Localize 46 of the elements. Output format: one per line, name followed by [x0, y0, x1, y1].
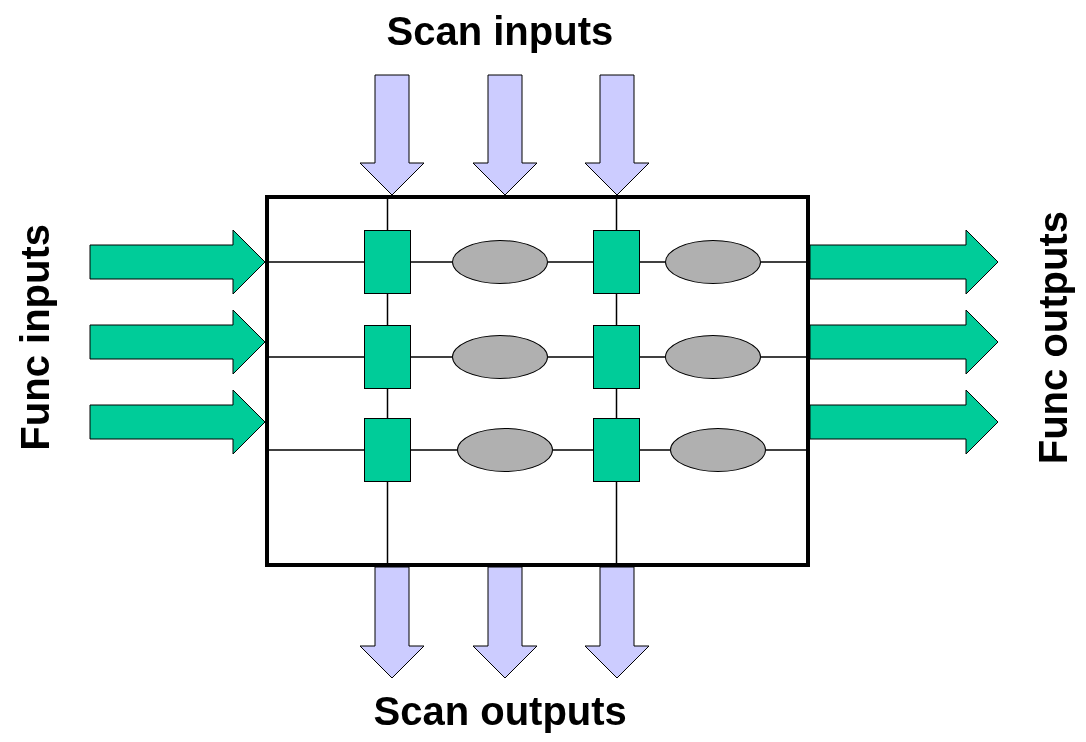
scan-cell [364, 230, 411, 294]
block-arrow [809, 389, 999, 455]
wire-line [268, 356, 365, 358]
heading-label: Scan inputs [386, 8, 614, 54]
block-arrow [584, 566, 650, 679]
scan-cell [364, 325, 411, 389]
wire-line [386, 198, 389, 231]
wire-line [639, 261, 666, 263]
wire-line [386, 388, 389, 419]
block-arrow [359, 74, 425, 196]
heading-label: Scan outputs [373, 688, 627, 734]
wire-line [410, 261, 453, 263]
wire-line [615, 198, 618, 231]
block-arrow [89, 229, 266, 295]
heading-label: Func inputs [12, 223, 58, 451]
block-arrow [89, 309, 266, 375]
block-arrow [809, 309, 999, 375]
scan-cell [593, 230, 640, 294]
wire-line [615, 388, 618, 419]
scan-cell [593, 418, 640, 482]
block-arrow [89, 389, 266, 455]
wire-line [386, 293, 389, 326]
wire-line [615, 293, 618, 326]
wire-line [765, 449, 807, 451]
block-arrow [472, 566, 538, 679]
wire-line [615, 481, 618, 564]
wire-line [639, 356, 666, 358]
block-arrow [472, 74, 538, 196]
wire-line [547, 356, 594, 358]
wire-line [639, 449, 671, 451]
circuit-block [265, 195, 810, 567]
block-arrow [584, 74, 650, 196]
wire-line [552, 449, 594, 451]
wire-line [547, 261, 594, 263]
wire-line [268, 261, 365, 263]
wire-line [386, 481, 389, 564]
wire-line [760, 261, 807, 263]
wire-line [410, 356, 453, 358]
scan-cell [593, 325, 640, 389]
wire-line [760, 356, 807, 358]
heading-label: Func outputs [1030, 210, 1076, 464]
block-arrow [359, 566, 425, 679]
block-arrow [809, 229, 999, 295]
scan-cell [364, 418, 411, 482]
wire-line [410, 449, 458, 451]
wire-line [268, 449, 365, 451]
